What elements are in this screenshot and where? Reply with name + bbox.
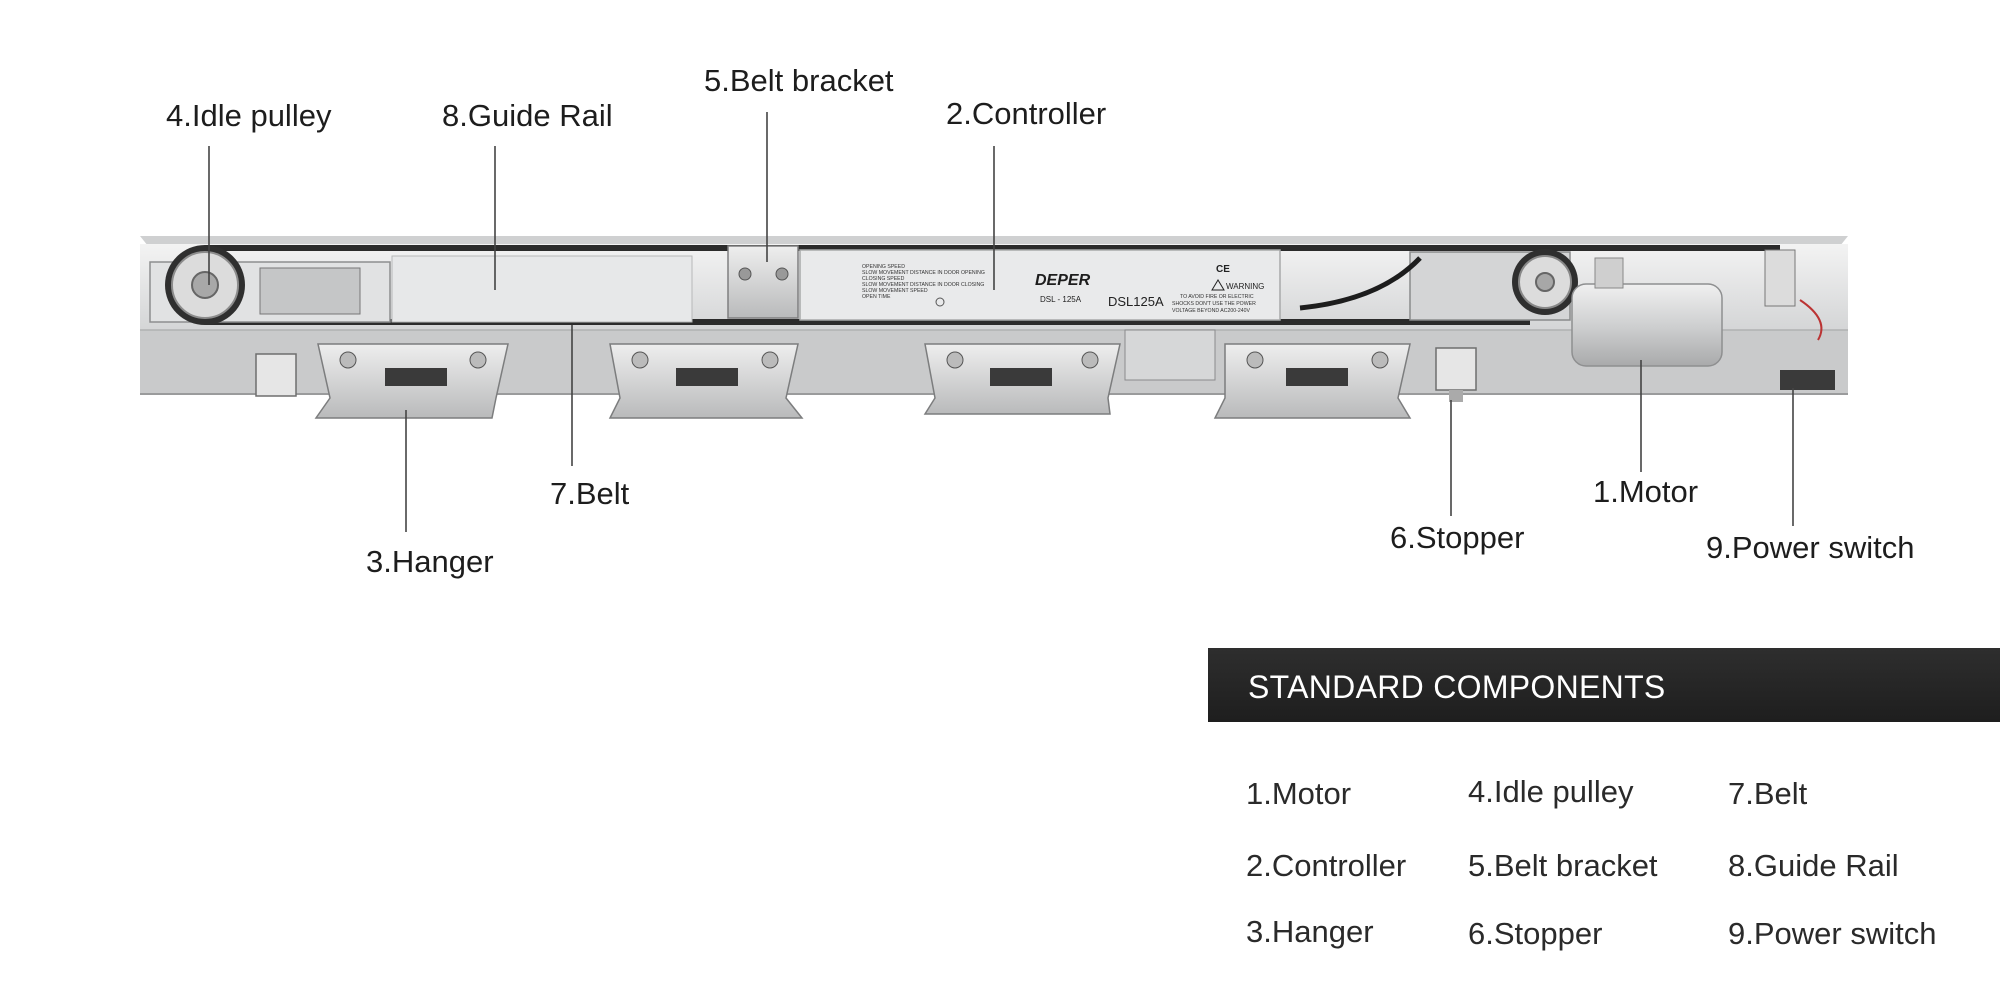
callout-belt: 7.Belt [550, 476, 630, 511]
controller-model-small: DSL - 125A [1040, 295, 1082, 304]
warning-line: SHOCKS DON'T USE THE POWER [1172, 301, 1256, 307]
callout-controller: 2.Controller [946, 96, 1107, 131]
legend-item-motor: 1.Motor [1246, 776, 1352, 811]
power-switch [1764, 249, 1835, 390]
hanger [923, 329, 1216, 415]
controller-setting: OPEN TIME [862, 294, 891, 300]
controller-setting: OPENING SPEED [862, 264, 905, 270]
warning-title: WARNING [1226, 282, 1264, 291]
legend-item-idle-pulley: 4.Idle pulley [1468, 774, 1634, 809]
callout-hanger: 3.Hanger [366, 544, 494, 579]
belt-bracket [727, 245, 799, 319]
panel-title: STANDARD COMPONENTS [1248, 669, 1666, 705]
leader-lines [208, 112, 1794, 532]
callout-guide-rail: 8.Guide Rail [442, 98, 613, 133]
legend-item-hanger: 3.Hanger [1246, 914, 1374, 949]
legend-item-power-switch: 9.Power switch [1728, 916, 1937, 951]
legend-item-belt-bracket: 5.Belt bracket [1468, 848, 1658, 883]
hanger [314, 343, 509, 419]
rail-insert-plate [391, 255, 693, 323]
legend-item-guide-rail: 8.Guide Rail [1728, 848, 1899, 883]
callout-belt-bracket: 5.Belt bracket [704, 63, 894, 98]
hanger [608, 343, 804, 419]
motor [1299, 249, 1723, 367]
warning-line: VOLTAGE BEYOND AC200-240V [1172, 308, 1250, 314]
idle-pulley [149, 245, 391, 325]
warning-line: TO AVOID FIRE OR ELECTRIC [1180, 294, 1254, 300]
warning-triangle-icon [1211, 279, 1225, 291]
controller-setting: SLOW MOVEMENT DISTANCE IN DOOR OPENING [862, 270, 985, 276]
controller-brand: DEPER [1035, 272, 1091, 289]
controller-setting: SLOW MOVEMENT SPEED [862, 288, 928, 294]
controller-setting: SLOW MOVEMENT DISTANCE IN DOOR CLOSING [862, 282, 984, 288]
stopper [255, 347, 1477, 402]
callout-power-switch: 9.Power switch [1706, 530, 1915, 565]
callout-stopper: 6.Stopper [1390, 520, 1525, 555]
callout-motor: 1.Motor [1593, 474, 1699, 509]
controller-box: OPENING SPEED SLOW MOVEMENT DISTANCE IN … [799, 249, 1281, 321]
standard-components-header: STANDARD COMPONENTS [1208, 648, 2000, 722]
ce-mark: CE [1216, 264, 1230, 275]
legend-item-belt: 7.Belt [1728, 776, 1808, 811]
legend-item-controller: 2.Controller [1246, 848, 1407, 883]
hanger [1213, 343, 1412, 419]
controller-model-large: DSL125A [1108, 294, 1164, 309]
controller-setting: CLOSING SPEED [862, 276, 905, 282]
callout-idle-pulley: 4.Idle pulley [166, 98, 332, 133]
legend-item-stopper: 6.Stopper [1468, 916, 1603, 951]
